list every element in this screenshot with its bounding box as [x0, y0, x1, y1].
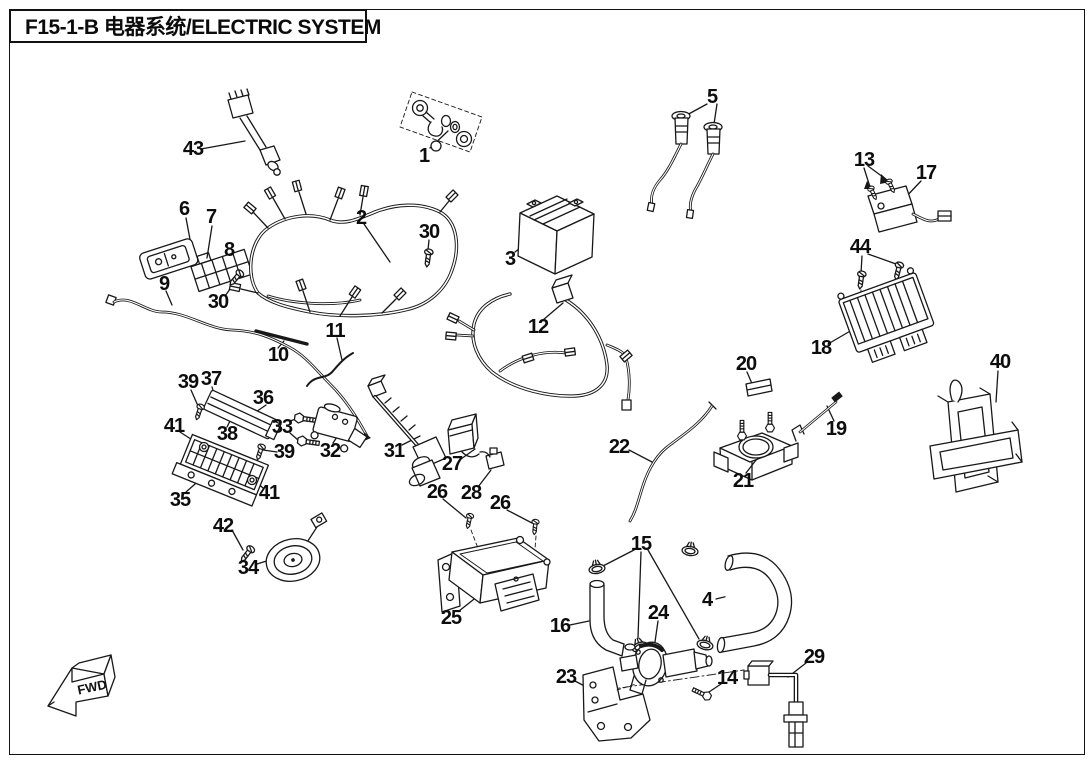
part-35-fusebox-drawing: [171, 433, 270, 507]
part-9-cable-drawing: [105, 294, 371, 441]
part-18-regulator-drawing: [837, 267, 935, 363]
part-21-starter-relay-drawing: [713, 411, 799, 481]
part-11-cable-drawing: [306, 352, 354, 387]
part-10-rod-drawing: [254, 329, 309, 346]
part-4-hose-drawing: [716, 552, 793, 654]
part-32-ignition-coil-drawing: [310, 403, 368, 453]
part-29-sensor-drawing: [743, 660, 808, 748]
fwd-direction-arrow: FWD: [47, 654, 116, 717]
part-34-horn-drawing: [265, 512, 328, 582]
part-5-spark-plug-caps-drawing: [646, 110, 723, 220]
page-title: F15-1-B 电器系统/ELECTRIC SYSTEM: [25, 16, 381, 39]
part-24-valve-drawing: [605, 641, 745, 695]
part-19-rod-drawing: [791, 391, 843, 442]
part-16-hose-drawing: [589, 579, 625, 657]
part-13-17-switch-drawing: [866, 177, 952, 233]
part-12-harness-drawing: [445, 274, 633, 411]
part-6-7-8-switch-assembly-drawing: [139, 238, 253, 293]
title-box: F15-1-B 电器系统/ELECTRIC SYSTEM: [9, 9, 381, 43]
part-1-ignition-switch-kit-drawing: [399, 91, 483, 153]
part-27-relay-drawing: [447, 413, 480, 458]
part-25-ecu-drawing: [437, 535, 551, 613]
part-20-fuse-drawing: [745, 378, 773, 397]
part-23-bracket-drawing: [582, 666, 651, 742]
part-14-bolt-drawing: [690, 684, 713, 703]
part-3-battery-drawing: [517, 195, 595, 275]
part-43-sensor-drawing: [227, 88, 281, 176]
part-28-connector-drawing: [479, 447, 505, 470]
part-31-spark-plug-wire-drawing: [367, 374, 447, 487]
part-30-screws-drawing: [226, 247, 435, 289]
part-36-fusebox-cover-drawing: [203, 389, 282, 441]
part-2-main-harness-drawing: [228, 179, 459, 318]
part-40-holder-drawing: [929, 379, 1023, 493]
fwd-label: FWD: [76, 677, 108, 698]
part-22-cable-drawing: [628, 401, 717, 523]
